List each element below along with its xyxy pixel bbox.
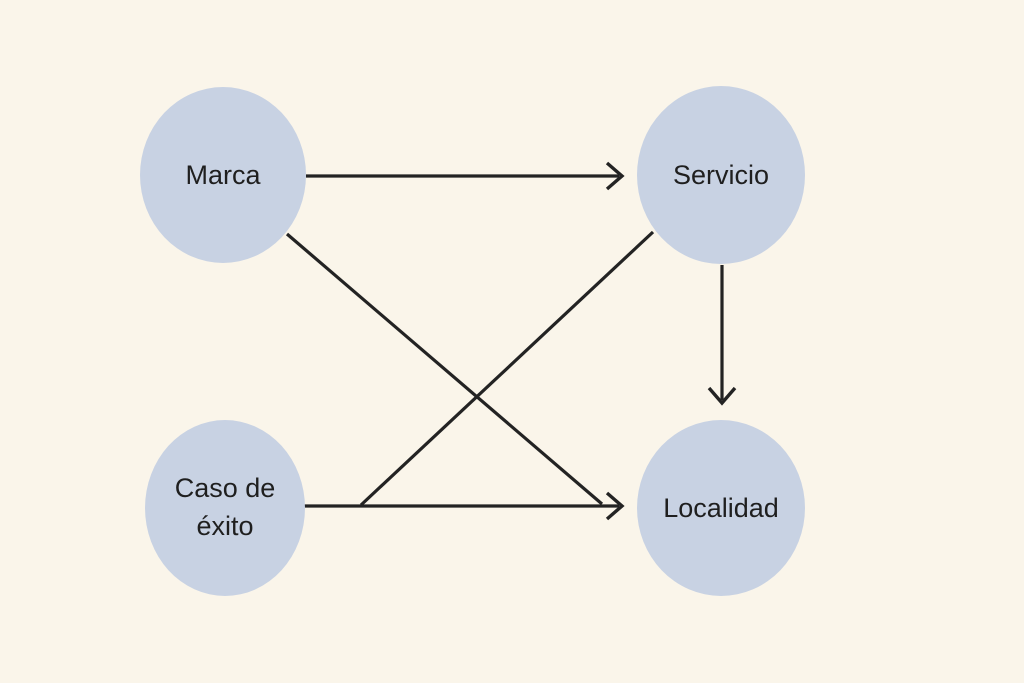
node-label-marca: Marca <box>185 160 261 190</box>
arrowhead-servicio-to-localidad <box>707 386 737 406</box>
edge-line-marca-to-localidad <box>285 232 604 506</box>
node-caso-de-exito[interactable]: Caso de éxito <box>145 420 305 596</box>
node-servicio[interactable]: Servicio <box>637 86 805 264</box>
edge-marca-to-localidad[interactable] <box>285 232 604 506</box>
edges-group <box>285 161 737 521</box>
arrowhead-to-localidad <box>605 491 625 521</box>
edge-caso-de-exito-to-localidad[interactable] <box>304 491 625 521</box>
arrowhead-marca-to-servicio <box>605 161 625 191</box>
edge-servicio-to-localidad[interactable] <box>707 265 737 406</box>
node-shape-localidad <box>637 420 805 596</box>
node-label-caso-de-exito-line1: Caso de <box>175 473 276 503</box>
node-label-caso-de-exito-line2: éxito <box>196 511 253 541</box>
nodes-group: Marca Servicio Caso de éxito Localidad <box>140 86 805 596</box>
node-localidad[interactable]: Localidad <box>637 420 805 596</box>
node-shape-marca <box>140 87 306 263</box>
node-label-servicio: Servicio <box>673 160 769 190</box>
edge-caso-de-exito-to-servicio[interactable] <box>359 230 655 507</box>
edge-marca-to-servicio[interactable] <box>306 161 625 191</box>
node-marca[interactable]: Marca <box>140 87 306 263</box>
edge-line-caso-de-exito-to-servicio <box>359 230 655 507</box>
node-shape-servicio <box>637 86 805 264</box>
node-shape-caso-de-exito <box>145 420 305 596</box>
node-label-localidad: Localidad <box>663 493 779 523</box>
